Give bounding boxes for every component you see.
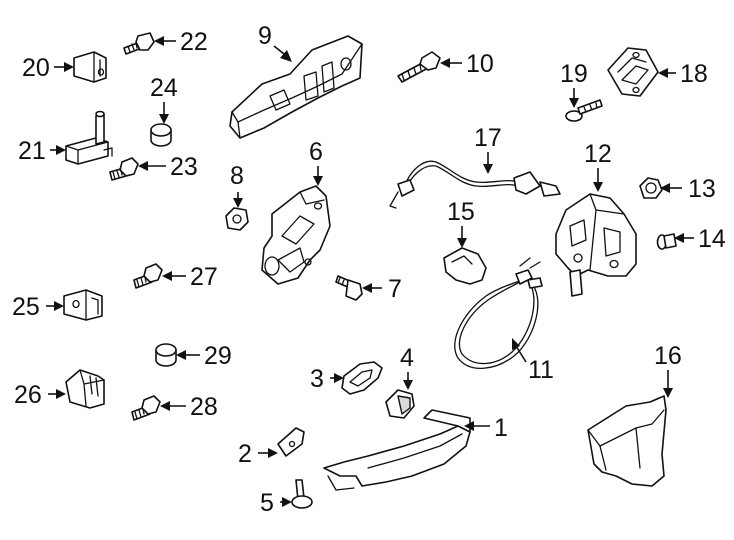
callout-21: 21 [18,137,46,165]
callout-8: 8 [230,162,244,190]
part-2-clip [277,427,305,457]
callout-17: 17 [474,124,502,152]
part-19-screw [565,99,603,122]
part-11-cable [454,257,543,370]
callout-24: 24 [150,74,178,102]
callout-9: 9 [258,22,272,50]
part-18-striker [607,47,659,97]
callout-16: 16 [654,342,682,370]
callout-26: 26 [14,381,42,409]
part-10-bolt [397,51,441,83]
callout-4: 4 [400,344,414,372]
part-21-striker [65,110,113,165]
callout-11: 11 [528,356,554,384]
part-20-bracket [73,51,107,83]
part-29-cap [155,343,177,367]
part-17-cable [389,160,561,209]
callout-14: 14 [698,225,726,253]
part-28-bolt [131,395,161,421]
callout-2: 2 [238,440,252,468]
callout-22: 22 [180,28,208,56]
part-8-nut [225,207,249,231]
callout-15: 15 [447,198,475,226]
part-16-shield [587,395,667,487]
part-6-bracket [261,185,331,285]
callout-1: 1 [494,414,508,442]
part-23-bolt [109,157,139,181]
part-4-seal [385,389,415,419]
callout-7: 7 [388,275,402,303]
callout-25: 25 [12,293,40,321]
part-1-handle [323,409,471,491]
part-7-bolt [335,275,363,301]
part-13-grommet [639,177,663,199]
part-9-bracket [229,35,363,139]
part-12-latch [555,193,637,297]
callout-10: 10 [466,50,494,78]
callout-23: 23 [170,153,198,181]
callout-29: 29 [204,342,232,370]
part-26-hinge [65,369,105,409]
part-22-bolt [123,32,155,55]
part-15-pad [443,247,487,285]
part-25-bracket [63,289,103,321]
callout-18: 18 [680,60,708,88]
part-24-cap [150,123,172,147]
callout-layer: 1 2 3 4 5 6 7 8 9 10 [12,22,726,517]
callout-5: 5 [260,489,274,517]
part-14-clip [656,233,677,250]
callout-6: 6 [309,138,323,166]
callout-27: 27 [190,263,218,291]
callout-28: 28 [190,393,218,421]
callout-12: 12 [584,140,612,168]
callout-20: 20 [22,54,50,82]
callout-3: 3 [310,365,324,393]
part-5-screw [291,479,313,509]
part-27-bolt [133,263,163,289]
callout-19: 19 [560,60,588,88]
callout-13: 13 [688,175,716,203]
part-3-gasket [341,361,383,395]
